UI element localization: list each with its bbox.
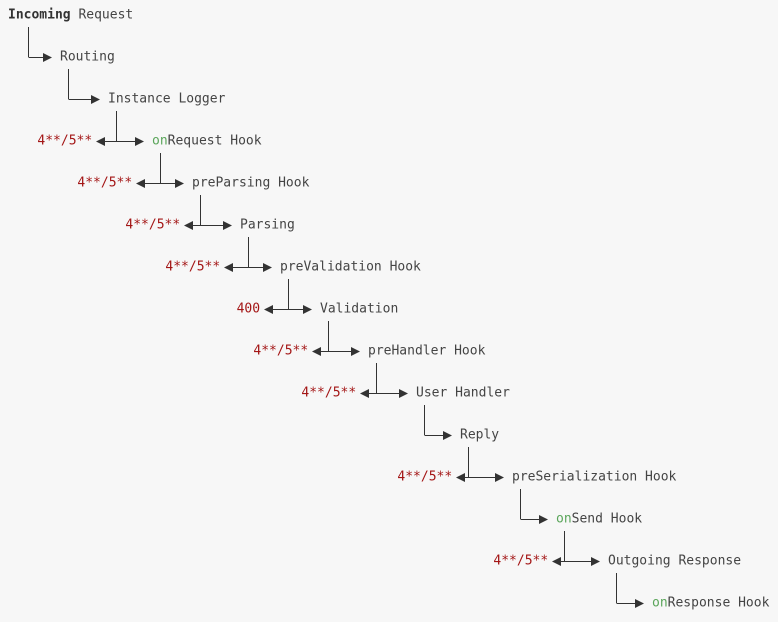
arrow-left-icon (264, 305, 273, 314)
step-name: Response Hook (667, 595, 770, 611)
arrow-left-icon (456, 473, 465, 482)
arrow-left-icon (312, 347, 321, 356)
arrow-right-icon (43, 53, 52, 62)
incoming-request-label: Incoming Request (8, 9, 133, 22)
arrow-right-icon (135, 137, 144, 146)
incoming-bold: Incoming (8, 7, 71, 23)
arrow-left-icon (96, 137, 105, 146)
arrow-right-icon (443, 431, 452, 440)
error-status-code: 4**/5** (37, 133, 93, 149)
error-status-code: 400 (236, 301, 261, 317)
hook-prefix: on (152, 133, 168, 149)
error-status-code: 4**/5** (493, 553, 549, 569)
arrow-right-icon (539, 515, 548, 524)
step-label: Outgoing Response (608, 555, 741, 568)
step-label: onResponse Hook (652, 597, 769, 610)
arrow-right-icon (263, 263, 272, 272)
step-name: Request Hook (167, 133, 262, 149)
arrow-right-icon (591, 557, 600, 566)
arrow-right-icon (91, 95, 100, 104)
arrow-right-icon (223, 221, 232, 230)
step-name: Parsing (240, 217, 295, 233)
step-name: User Handler (416, 385, 510, 401)
arrow-right-icon (303, 305, 312, 314)
error-status-code: 4**/5** (77, 175, 133, 191)
hook-prefix: on (652, 595, 668, 611)
arrow-left-icon (136, 179, 145, 188)
error-status-code: 4**/5** (253, 343, 309, 359)
step-label: Instance Logger (108, 93, 225, 106)
step-name: preSerialization Hook (512, 469, 677, 485)
arrow-right-icon (495, 473, 504, 482)
step-label: onRequest Hook (152, 135, 262, 148)
step-label: onSend Hook (556, 513, 642, 526)
arrow-right-icon (351, 347, 360, 356)
arrow-right-icon (635, 599, 644, 608)
error-status-code: 4**/5** (125, 217, 181, 233)
step-name: Outgoing Response (608, 553, 742, 569)
step-label: preParsing Hook (192, 177, 309, 190)
step-name: Reply (460, 427, 500, 443)
arrow-right-icon (399, 389, 408, 398)
step-label: User Handler (416, 387, 510, 400)
error-status-code: 4**/5** (165, 259, 221, 275)
step-name: preParsing Hook (192, 175, 310, 191)
step-label: preSerialization Hook (512, 471, 676, 484)
step-label: Validation (320, 303, 398, 316)
arrow-left-icon (184, 221, 193, 230)
step-name: preValidation Hook (280, 259, 421, 275)
step-label: Parsing (240, 219, 295, 232)
step-name: Routing (60, 49, 115, 65)
error-status-code: 4**/5** (397, 469, 453, 485)
step-name: Validation (320, 301, 399, 317)
arrow-left-icon (360, 389, 369, 398)
error-status-code: 4**/5** (301, 385, 357, 401)
arrow-right-icon (175, 179, 184, 188)
step-label: preValidation Hook (280, 261, 421, 274)
hook-prefix: on (556, 511, 572, 527)
step-label: preHandler Hook (368, 345, 485, 358)
step-name: preHandler Hook (368, 343, 486, 359)
step-name: Send Hook (571, 511, 643, 527)
step-label: Reply (460, 429, 499, 442)
step-label: Routing (60, 51, 115, 64)
arrow-left-icon (552, 557, 561, 566)
step-name: Instance Logger (108, 91, 226, 107)
arrow-left-icon (224, 263, 233, 272)
incoming-rest: Request (70, 7, 134, 23)
